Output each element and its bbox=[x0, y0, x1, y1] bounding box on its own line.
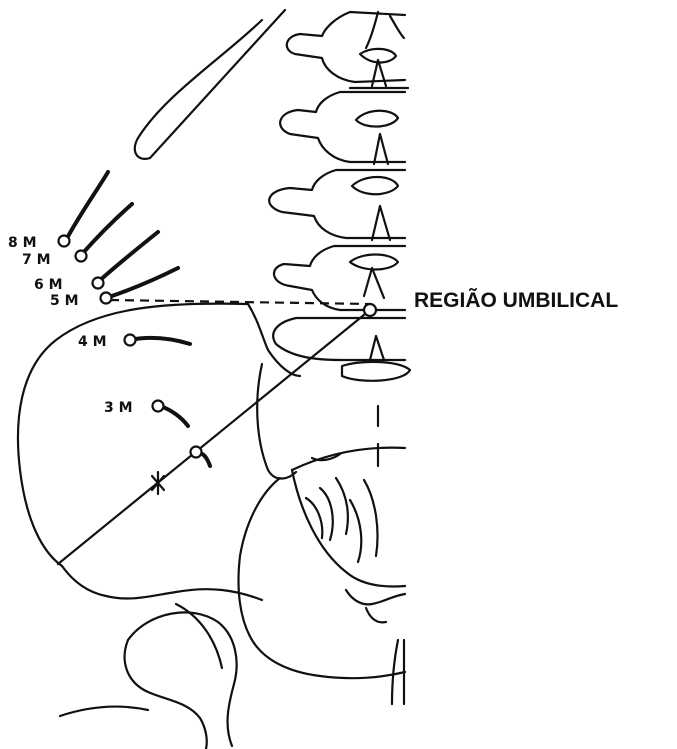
point-6m-marker[interactable] bbox=[93, 278, 104, 289]
umbilical-point-marker[interactable] bbox=[364, 304, 376, 316]
label-5m: 5 M bbox=[50, 293, 79, 309]
hip-joint bbox=[60, 604, 237, 749]
umbilical-region-label: REGIÃO UMBILICAL bbox=[414, 289, 618, 313]
lumbar-spine bbox=[269, 12, 410, 381]
point-8m-marker[interactable] bbox=[59, 236, 70, 247]
label-3m: 3 M bbox=[104, 400, 133, 416]
lower-rib bbox=[135, 10, 285, 159]
asterisk-marker-icon bbox=[152, 472, 164, 494]
point-3m-marker[interactable] bbox=[153, 401, 164, 412]
point-7m-marker[interactable] bbox=[76, 251, 87, 262]
point-on-line-marker[interactable] bbox=[191, 447, 202, 458]
label-6m: 6 M bbox=[34, 277, 63, 293]
label-7m: 7 M bbox=[22, 252, 51, 268]
sacrum bbox=[292, 406, 405, 622]
acupoint-lines bbox=[66, 172, 210, 466]
label-4m: 4 M bbox=[78, 334, 107, 350]
point-5m-marker[interactable] bbox=[101, 293, 112, 304]
label-8m: 8 M bbox=[8, 235, 37, 251]
point-4m-marker[interactable] bbox=[125, 335, 136, 346]
